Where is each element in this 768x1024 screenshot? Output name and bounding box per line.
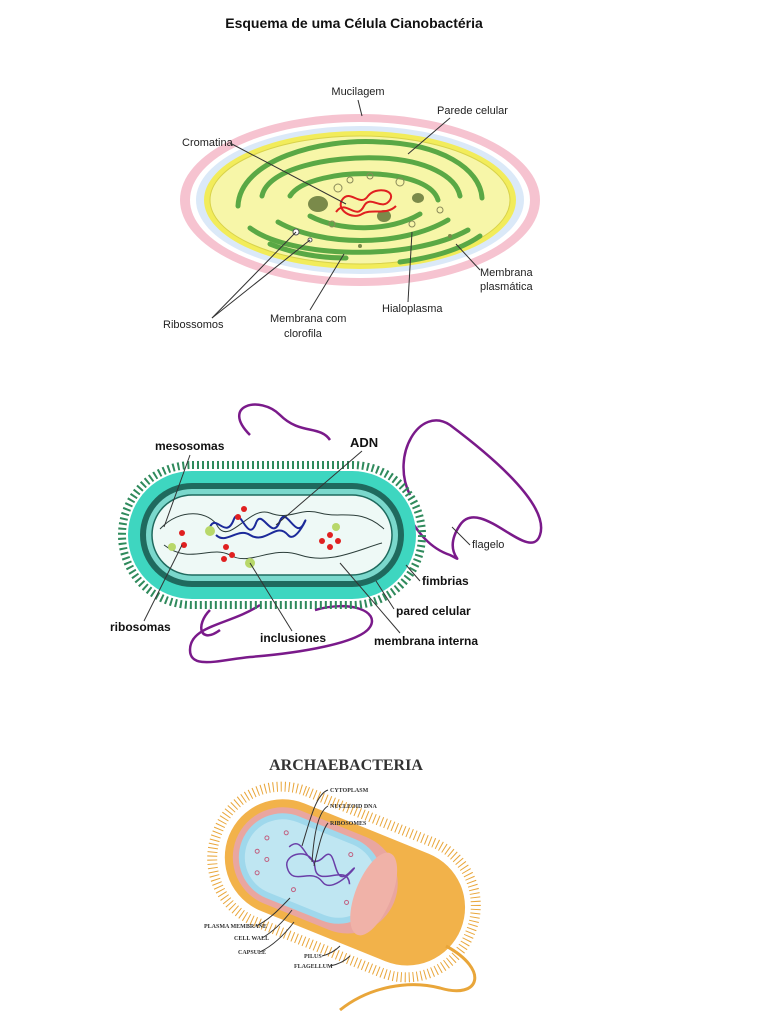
label-mesosomas: mesosomas: [155, 439, 225, 453]
leader-cell-wall: [261, 909, 293, 939]
archaebacteria-diagram: ARCHAEBACTERIA: [190, 750, 510, 1020]
label-membrana-interna: membrana interna: [374, 634, 478, 648]
archaea-leaders: [255, 789, 351, 967]
label-cromatina: Cromatina: [182, 137, 234, 149]
flagellum: [339, 944, 477, 1012]
leader-flagellum: [329, 955, 351, 967]
archaea-body: [224, 799, 466, 966]
cyanobacteria-title: Esquema de uma Célula Cianobactéria: [225, 15, 483, 31]
granules: [292, 172, 452, 248]
leader-hialoplasma: [407, 231, 413, 303]
label-pilus: PILUS: [304, 954, 322, 960]
leader-fimbrias: [405, 564, 421, 582]
label-flagelo: flagelo: [472, 539, 504, 551]
archaebacteria-svg: ARCHAEBACTERIA: [204, 757, 481, 1012]
leader-ribosomes: [313, 822, 329, 867]
leader-membrana-interna: [339, 562, 401, 634]
leader-ribossomos-2: [211, 239, 311, 319]
label-mucilagem: Mucilagem: [331, 86, 384, 98]
archaea-labels: CYTOPLASM NUCLEOID DNA RIBOSOMES PLASMA …: [204, 788, 378, 970]
nucleoid-dna: [286, 843, 355, 886]
leader-cytoplasm: [301, 789, 329, 847]
label-fimbrias: fimbrias: [422, 574, 469, 588]
label-flagellum: FLAGELLUM: [294, 964, 333, 970]
leader-adn: [275, 450, 363, 526]
flagellum-bottom-2: [200, 609, 221, 637]
leader-pilus: [321, 945, 341, 957]
label-nucleoid: NUCLEOID DNA: [330, 804, 378, 810]
leader-nucleoid: [311, 805, 329, 863]
cyanobacteria-svg: Esquema de uma Célula Cianobactéria: [163, 15, 540, 340]
bacteria-svg: mesosomas ADN flagelo fimbrias pared cel…: [110, 403, 543, 664]
flagellum-top: [238, 403, 543, 560]
label-adn: ADN: [350, 435, 378, 450]
label-membrana-plasmatica-2: plasmática: [480, 281, 533, 293]
label-inclusiones: inclusiones: [260, 631, 326, 645]
cyanobacteria-diagram: Esquema de uma Célula Cianobactéria: [150, 0, 560, 345]
leader-mucilagem: [357, 99, 363, 117]
label-cytoplasm: CYTOPLASM: [330, 788, 369, 794]
bacteria-diagram: mesosomas ADN flagelo fimbrias pared cel…: [100, 395, 560, 685]
label-membrana-plasmatica-1: Membrana: [480, 267, 533, 279]
ribosomes: [179, 506, 341, 562]
label-parede: Parede celular: [437, 105, 508, 117]
label-hialoplasma: Hialoplasma: [382, 303, 443, 315]
chromatin: [335, 189, 397, 217]
ribosomes: [254, 830, 354, 905]
label-pared-celular: pared celular: [396, 604, 471, 618]
flagellum-bottom: [188, 603, 374, 664]
leader-membrana-clorofila: [309, 253, 345, 311]
leader-ribosomas: [143, 544, 183, 622]
fimbriae: [118, 461, 426, 609]
label-cell-wall: CELL WALL: [234, 936, 269, 942]
label-ribossomos: Ribossomos: [163, 319, 224, 331]
archaebacteria-title: ARCHAEBACTERIA: [269, 757, 423, 774]
internal-membrane-2: [163, 542, 383, 560]
label-plasma-membrane: PLASMA MEMBRANE: [204, 924, 267, 930]
leader-parede: [407, 117, 451, 155]
leader-capsule: [259, 921, 295, 953]
cytoplasm: [151, 494, 393, 576]
label-membrana-clorofila-1: Membrana com: [270, 313, 346, 325]
label-ribosomes: RIBOSOMES: [330, 821, 367, 827]
leader-pared-celular: [375, 580, 395, 610]
leader-membrana-plasmatica: [455, 243, 481, 271]
leader-inclusiones: [249, 562, 293, 632]
internal-membrane: [159, 511, 385, 533]
leader-mesosomas: [163, 454, 191, 528]
label-ribosomas: ribosomas: [110, 620, 171, 634]
cytoplasm: [244, 819, 377, 918]
label-membrana-clorofila-2: clorofila: [284, 328, 323, 340]
leader-ribossomos-1: [211, 231, 297, 319]
leader-flagelo: [451, 526, 471, 546]
leader-plasma-membrane: [255, 897, 291, 927]
dna: [209, 515, 307, 540]
pili: [207, 781, 481, 983]
label-capsule: CAPSULE: [238, 950, 266, 956]
cut-face: [350, 852, 398, 936]
leader-cromatina: [229, 142, 347, 205]
